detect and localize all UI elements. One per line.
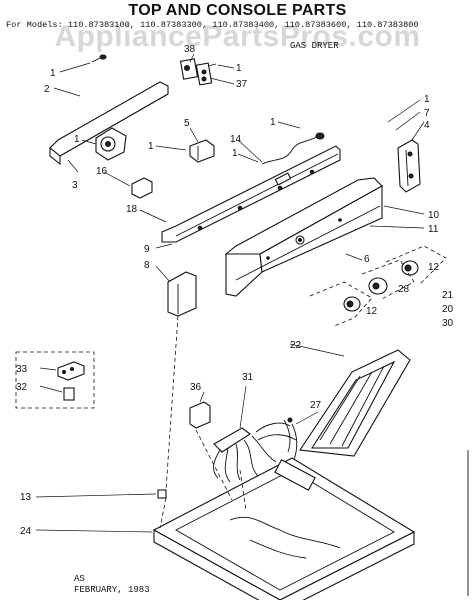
clip-part-37 <box>195 62 213 86</box>
callout: 2 <box>44 84 50 95</box>
callout: 30 <box>442 318 454 329</box>
callout: 38 <box>184 44 196 55</box>
callout: 1 <box>148 141 154 152</box>
wire-harness-27 <box>283 417 298 461</box>
lid-cover-22 <box>299 349 411 457</box>
callout: 5 <box>184 118 190 129</box>
knob-28 <box>368 277 388 295</box>
knob-12-lower <box>343 296 361 312</box>
callout: 9 <box>144 244 150 255</box>
callout: 33 <box>16 364 28 375</box>
callout: 6 <box>364 254 370 265</box>
callout: 13 <box>20 492 32 503</box>
callout: 10 <box>428 210 440 221</box>
page-title: TOP AND CONSOLE PARTS <box>128 2 347 19</box>
callout: 18 <box>126 204 138 215</box>
switch-part-5 <box>189 139 215 163</box>
cabinet-top-24 <box>152 457 416 600</box>
callout: 14 <box>230 134 242 145</box>
console-end-8 <box>167 271 197 317</box>
leader-lines <box>35 53 425 533</box>
timer-part <box>95 127 127 161</box>
screw-part <box>91 54 107 63</box>
callout: 1 <box>270 117 276 128</box>
callout: 12 <box>366 306 378 317</box>
callout: 32 <box>16 382 28 393</box>
switch-part-16 <box>131 177 153 199</box>
callout: 1 <box>232 148 238 159</box>
callout: 16 <box>96 166 108 177</box>
model-list: For Models: 110.87383100, 110.87383300, … <box>6 20 419 30</box>
knob-12-upper <box>401 260 419 276</box>
callout: 37 <box>236 79 248 90</box>
callout: 8 <box>144 260 150 271</box>
end-cap-part-4 <box>397 139 421 193</box>
wire-harness-14 <box>261 132 325 165</box>
callout: 1 <box>424 94 430 105</box>
callout: 31 <box>242 372 254 383</box>
callout: 1 <box>74 134 80 145</box>
part-33 <box>57 361 85 381</box>
console-bracket-9 <box>161 145 341 243</box>
rear-trim-panel <box>49 81 169 166</box>
wire-harness-31 <box>213 422 297 483</box>
callout: 12 <box>428 262 440 273</box>
part-13 <box>157 489 167 499</box>
clip-part-38 <box>179 58 199 80</box>
callout: 27 <box>310 400 322 411</box>
callout-labels: 1 2 38 1 37 1 7 4 5 1 14 1 1 1 3 16 18 1… <box>16 44 454 537</box>
callout: 28 <box>398 284 410 295</box>
callout: 7 <box>424 108 430 119</box>
callout: 1 <box>50 68 56 79</box>
part-32 <box>63 387 75 401</box>
callout: 3 <box>72 180 78 191</box>
footer-date: FEBRUARY, 1983 <box>74 585 150 595</box>
diagram-subtitle: GAS DRYER <box>290 41 339 51</box>
part-36 <box>189 401 211 429</box>
callout: 24 <box>20 526 32 537</box>
console-panel-11 <box>224 177 383 297</box>
callout: 22 <box>290 340 302 351</box>
callout: 11 <box>428 224 439 235</box>
callout: 4 <box>424 120 430 131</box>
callout: 21 <box>442 290 454 301</box>
callout: 36 <box>190 382 202 393</box>
footer-code: AS <box>74 574 85 584</box>
callout: 20 <box>442 304 454 315</box>
callout: 1 <box>236 63 242 74</box>
